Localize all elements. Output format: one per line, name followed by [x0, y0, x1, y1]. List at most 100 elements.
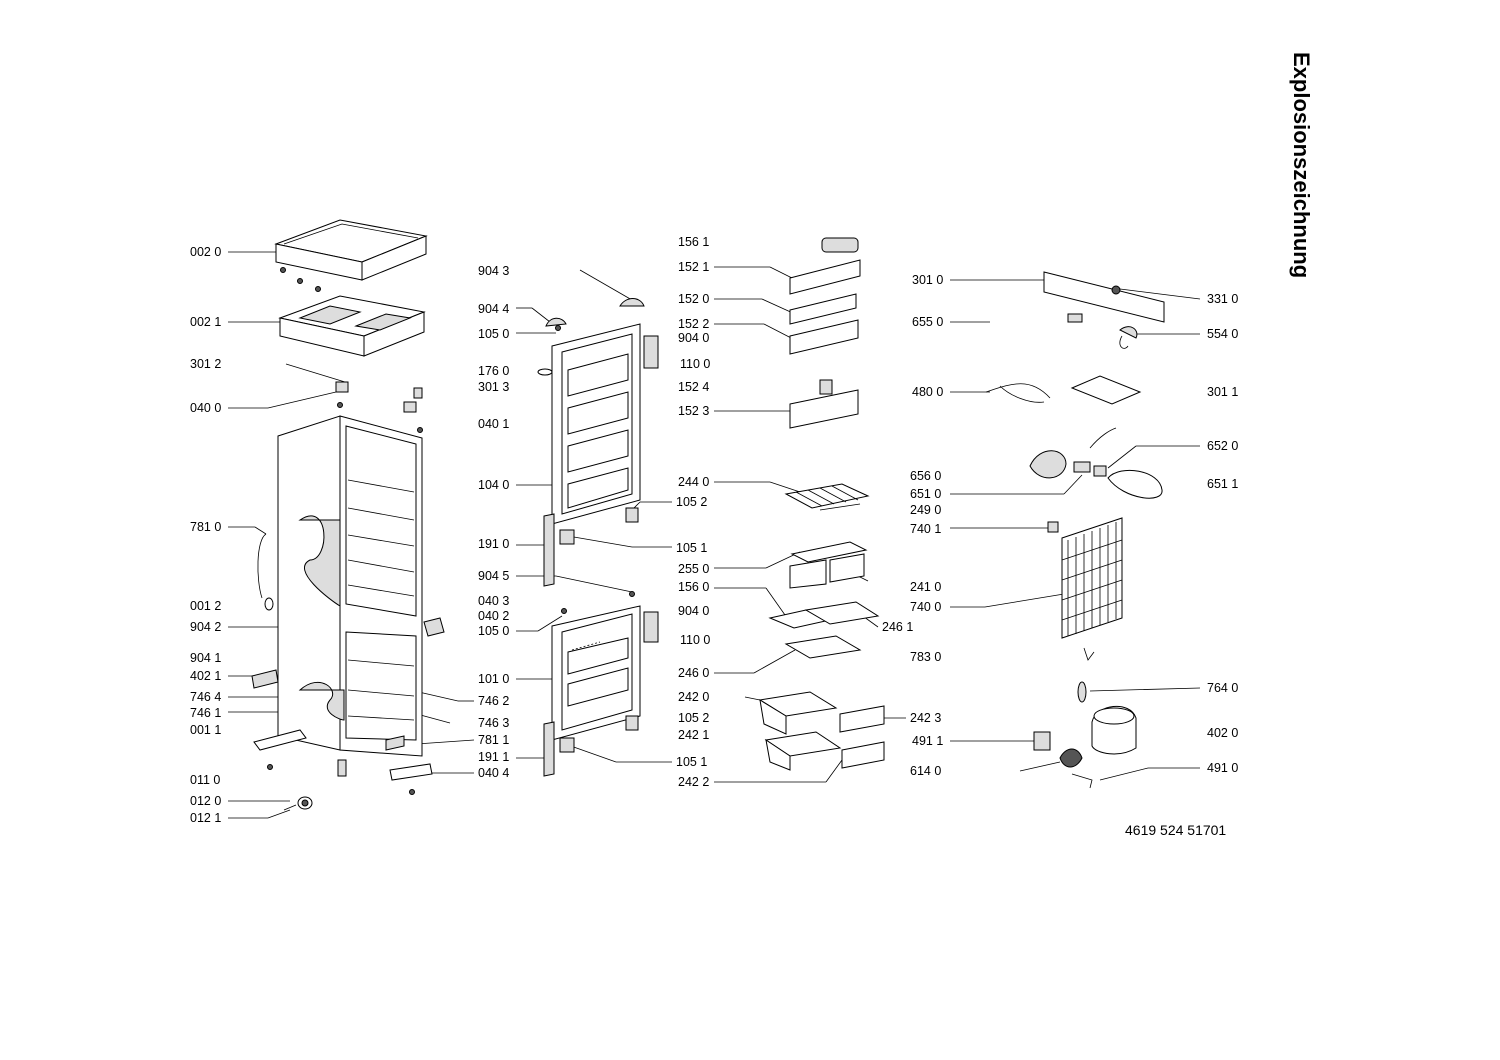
part-label: 740 0	[910, 600, 942, 614]
part-label: 110 0	[680, 357, 711, 371]
part-label: 746 3	[478, 716, 510, 730]
part-label: 156 1	[678, 235, 710, 249]
bottom-hinges	[251, 617, 445, 811]
part-label: 242 1	[678, 728, 710, 742]
part-label: 246 1	[882, 620, 914, 634]
part-label: 176 0	[478, 364, 510, 378]
wire-shelf-part	[784, 483, 870, 511]
part-label: 301 1	[1207, 385, 1239, 399]
part-label: 242 3	[910, 711, 942, 725]
wiring-part	[985, 383, 1051, 403]
part-label: 001 2	[190, 599, 222, 613]
part-label: 152 3	[678, 404, 710, 418]
part-label: 904 5	[478, 569, 510, 583]
part-label: 104 0	[478, 478, 510, 492]
part-label: 491 0	[1207, 761, 1239, 775]
part-label: 040 3	[478, 594, 510, 608]
part-label: 402 1	[190, 669, 222, 683]
part-label: 105 2	[676, 495, 708, 509]
hinge-brackets	[335, 381, 423, 413]
part-label: 040 2	[478, 609, 510, 623]
part-label: 491 1	[912, 734, 944, 748]
fridge-door-part	[537, 298, 659, 587]
part-label: 904 0	[678, 331, 710, 345]
drain-tube-part	[257, 533, 274, 611]
document-number: 4619 524 51701	[1125, 822, 1227, 838]
part-label: 012 1	[190, 811, 222, 825]
part-label: 740 1	[910, 522, 942, 536]
part-label: 002 0	[190, 245, 222, 259]
part-label: 904 3	[478, 264, 510, 278]
part-label: 781 0	[190, 520, 222, 534]
part-label: 655 0	[912, 315, 944, 329]
part-label: 101 0	[478, 672, 510, 686]
part-label: 191 0	[478, 537, 510, 551]
part-label: 480 0	[912, 385, 944, 399]
part-label: 554 0	[1207, 327, 1239, 341]
fan-assembly-part	[1029, 427, 1163, 499]
compressor-part	[1033, 681, 1137, 789]
part-label: 904 4	[478, 302, 510, 316]
part-label: 249 0	[910, 503, 942, 517]
part-label: 241 0	[910, 580, 942, 594]
part-label: 301 0	[912, 273, 944, 287]
part-label: 904 1	[190, 651, 222, 665]
part-label: 402 0	[1207, 726, 1239, 740]
plate-part	[1070, 375, 1142, 405]
part-label: 651 0	[910, 487, 942, 501]
part-label: 746 1	[190, 706, 222, 720]
part-label: 746 4	[190, 690, 222, 704]
part-label: 105 0	[478, 327, 510, 341]
part-label: 301 2	[190, 357, 222, 371]
part-label: 152 1	[678, 260, 710, 274]
part-label: 156 0	[678, 580, 710, 594]
part-label: 040 4	[478, 766, 510, 780]
part-label: 614 0	[910, 764, 942, 778]
part-label: 656 0	[910, 469, 942, 483]
screws	[267, 267, 635, 795]
part-label: 110 0	[680, 633, 711, 647]
part-label: 152 0	[678, 292, 710, 306]
door-shelves-part	[789, 237, 861, 429]
crisper-part	[789, 541, 868, 589]
condenser-part	[1047, 517, 1123, 661]
top-cover-part	[274, 219, 428, 281]
part-label: 331 0	[1207, 292, 1239, 306]
cabinet-body-part	[277, 415, 423, 757]
part-label: 152 2	[678, 317, 710, 331]
part-label: 242 2	[678, 775, 710, 789]
part-label: 105 1	[676, 755, 708, 769]
part-label: 001 1	[190, 723, 222, 737]
part-label: 105 1	[676, 541, 708, 555]
part-label: 301 3	[478, 380, 510, 394]
part-label: 105 2	[678, 711, 710, 725]
part-label: 904 0	[678, 604, 710, 618]
part-label: 002 1	[190, 315, 222, 329]
part-label: 105 0	[478, 624, 510, 638]
part-label: 746 2	[478, 694, 510, 708]
part-label: 040 0	[190, 401, 222, 415]
freezer-trays-part	[768, 601, 880, 659]
part-label: 764 0	[1207, 681, 1239, 695]
part-label: 011 0	[190, 773, 221, 787]
part-label: 242 0	[678, 690, 710, 704]
part-label: 781 1	[478, 733, 510, 747]
top-frame-part	[278, 295, 426, 357]
part-label: 904 2	[190, 620, 222, 634]
part-label: 012 0	[190, 794, 222, 808]
control-panel-part	[1043, 271, 1165, 349]
part-label: 246 0	[678, 666, 710, 680]
part-label: 244 0	[678, 475, 710, 489]
part-label: 783 0	[910, 650, 942, 664]
part-label: 652 0	[1207, 439, 1239, 453]
part-label: 040 1	[478, 417, 510, 431]
part-label: 152 4	[678, 380, 710, 394]
part-label: 191 1	[478, 750, 510, 764]
freezer-drawers-part	[758, 691, 885, 771]
sheet-title: Explosionszeichnung	[1289, 52, 1314, 279]
part-label: 651 1	[1207, 477, 1239, 491]
part-label: 255 0	[678, 562, 710, 576]
freezer-door-part	[543, 605, 659, 777]
